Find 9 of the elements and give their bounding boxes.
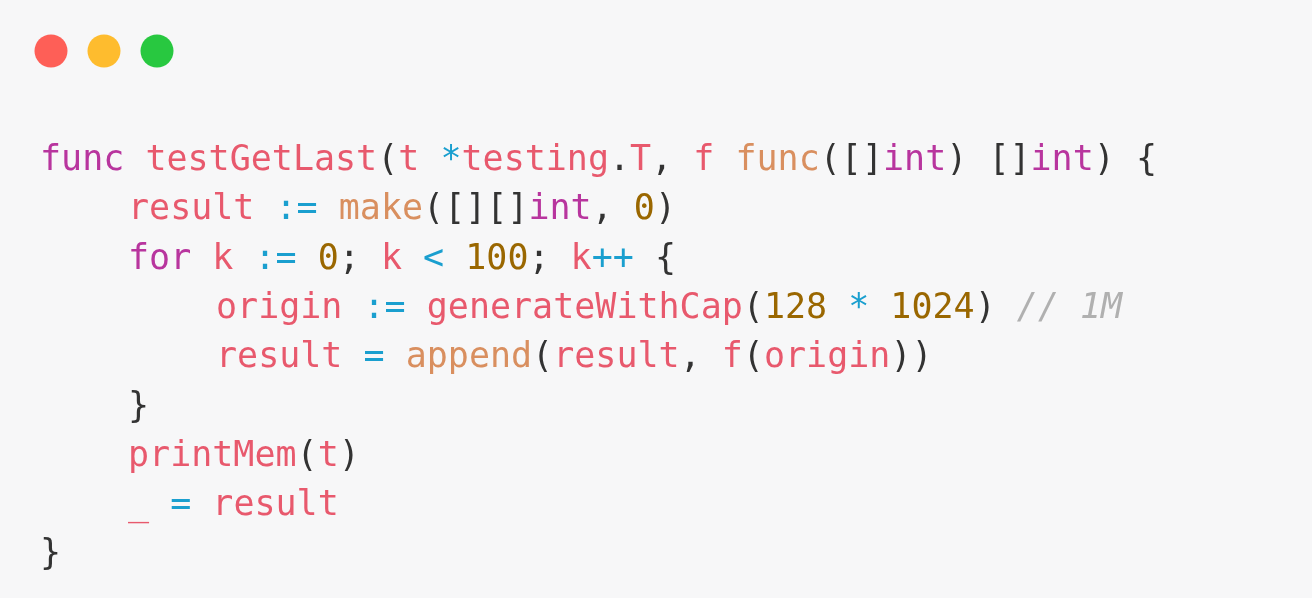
code-line: }	[40, 532, 62, 573]
code-line: printMem(t)	[128, 433, 360, 474]
code-line: origin := generateWithCap(128 * 1024) // 1M	[216, 285, 1123, 326]
code-line: result := make([][]int, 0)	[128, 187, 676, 228]
code-line: for k := 0; k < 100; k++ {	[128, 236, 676, 277]
code-line: _ = result	[128, 483, 339, 524]
code-line: result = append(result, f(origin))	[216, 335, 933, 376]
code-line: }	[128, 384, 150, 425]
code-line: func testGetLast(t *testing.T, f func([]int) []int) {	[40, 138, 1157, 178]
